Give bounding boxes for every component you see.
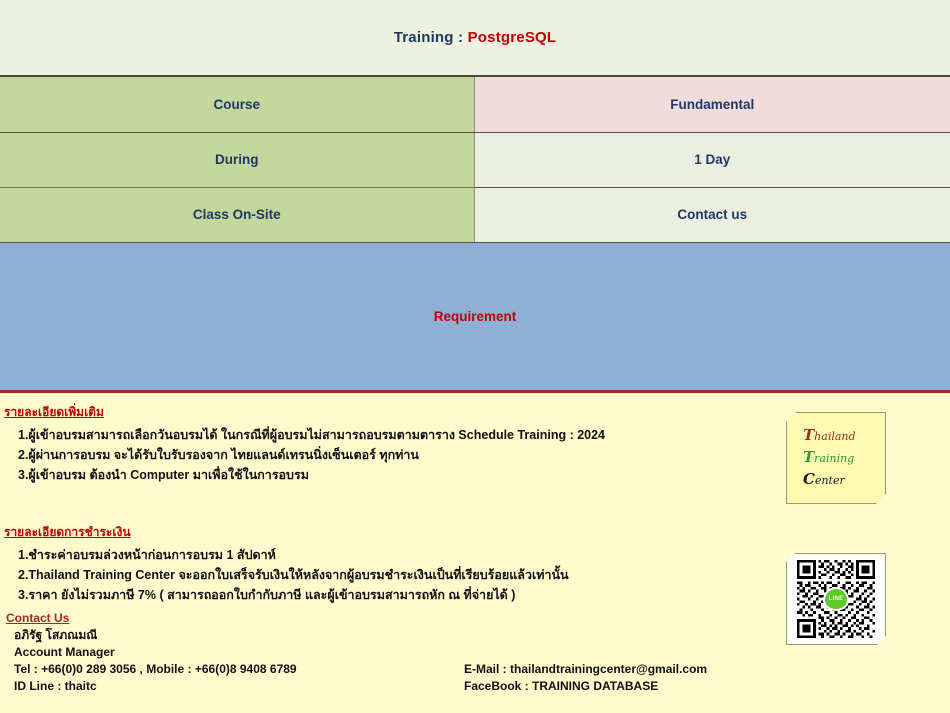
contact-lines: อภิรัฐ โสภณมณี Account Manager Tel : +66… [4, 627, 950, 695]
page-title: Training : PostgreSQL [394, 29, 557, 46]
row-label-during: During [0, 132, 475, 188]
more-details-block: รายละเอียดเพิ่มเติม 1.ผู้เข้าอบรมสามารถเ… [4, 403, 950, 485]
row-label-course: Course [0, 77, 475, 133]
more-details-item: 3.ผู้เข้าอบรม ต้องนำ Computer มาเพื่อใช้… [18, 467, 309, 482]
contact-id-line: ID Line : thaitc [14, 678, 97, 693]
qr-code-image: LINE [793, 560, 879, 638]
row-value-course: Fundamental [474, 77, 950, 133]
page-header: Training : PostgreSQL [0, 0, 950, 77]
payment-details-item: 1.ชำระค่าอบรมล่วงหน้าก่อนการอบรม 1 สัปดา… [18, 547, 276, 562]
contact-tel: Tel : +66(0)0 289 3056 , Mobile : +66(0)… [14, 661, 297, 676]
logo-line-center: Center [803, 469, 885, 491]
logo-cap-t2: T [803, 448, 815, 466]
payment-details-heading: รายละเอียดการชำระเงิน [4, 524, 131, 539]
ttc-logo-card: Thailand Training Center [786, 412, 886, 504]
contact-block: Contact Us อภิรัฐ โสภณมณี Account Manage… [4, 609, 950, 695]
table-row: During 1 Day [0, 132, 950, 188]
logo-cap-c: C [803, 470, 815, 488]
line-qr-card[interactable]: LINE [786, 553, 886, 645]
row-label-class-onsite: Class On-Site [0, 187, 475, 243]
contact-facebook[interactable]: FaceBook : TRAINING DATABASE [464, 678, 659, 693]
contact-person-name: อภิรัฐ โสภณมณี [14, 627, 98, 642]
payment-details-item: 2.Thailand Training Center จะออกใบเสร็จร… [18, 567, 569, 582]
table-row: Course Fundamental [0, 77, 950, 133]
line-logo-icon: LINE [823, 587, 849, 611]
page-title-prefix: Training : [393, 29, 468, 46]
table-row: Class On-Site Contact us [0, 187, 950, 243]
logo-line-thailand: Thailand [803, 425, 885, 447]
more-details-heading: รายละเอียดเพิ่มเติม [4, 404, 104, 419]
logo-rest-hailand: hailand [814, 430, 856, 443]
contact-heading: Contact Us [6, 610, 70, 625]
payment-details-block: รายละเอียดการชำระเงิน 1.ชำระค่าอบรมล่วงห… [4, 523, 950, 605]
contact-job-title: Account Manager [14, 644, 115, 659]
more-details-item: 2.ผู้ผ่านการอบรม จะได้รับใบรับรองจาก ไทย… [18, 447, 419, 462]
requirement-title: Requirement [433, 308, 517, 324]
contact-row-line: ID Line : thaitc FaceBook : TRAINING DAT… [14, 678, 950, 695]
payment-details-item: 3.ราคา ยังไม่รวมภาษี 7% ( สามารถออกใบกำก… [18, 587, 516, 602]
logo-line-training: Training [803, 447, 885, 469]
logo-cap-t1: T [803, 426, 815, 444]
logo-rest-enter: enter [814, 474, 845, 487]
row-value-during: 1 Day [474, 132, 950, 188]
logo-rest-raining: raining [814, 452, 855, 465]
course-info-table: Course Fundamental During 1 Day Class On… [0, 77, 950, 243]
more-details-item: 1.ผู้เข้าอบรมสามารถเลือกวันอบรมได้ ในกรณ… [18, 427, 606, 442]
requirement-panel: Requirement [0, 242, 950, 396]
page-title-course: PostgreSQL [467, 29, 557, 46]
line-badge-label: LINE [828, 596, 844, 602]
row-value-contact-us[interactable]: Contact us [474, 187, 950, 243]
contact-row-tel: Tel : +66(0)0 289 3056 , Mobile : +66(0)… [14, 661, 950, 678]
contact-email[interactable]: E-Mail : thailandtrainingcenter@gmail.co… [464, 661, 708, 676]
